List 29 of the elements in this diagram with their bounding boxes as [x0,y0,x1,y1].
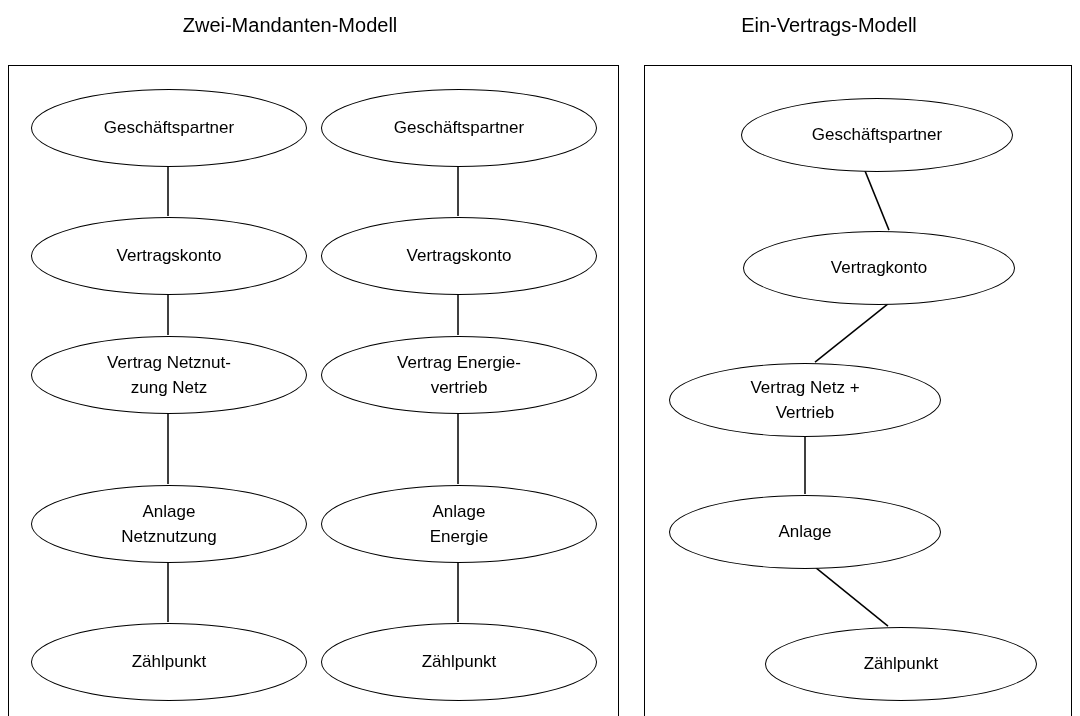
node-label: Zählpunkt [131,651,207,674]
connector-line [814,303,889,363]
panel-title: Ein-Vertrags-Modell [741,14,917,37]
node-label: Geschäftspartner [811,124,943,147]
node-label: Vertrag Energie-vertrieb [396,351,522,399]
node-label: Vertragskonto [406,245,512,268]
node-label: Vertragskonto [116,245,222,268]
node-label: Geschäftspartner [393,117,525,140]
node-label: Anlage Netznutzung [120,500,218,548]
connector-line [167,165,169,217]
connector-line [457,561,459,623]
connector-line [167,561,169,623]
node-label: Geschäftspartner [103,117,235,140]
node-label: Anlage [778,521,832,544]
connector-line [804,435,806,495]
connector-line [457,293,459,336]
node-label: Vertrag Netz + Vertrieb [749,376,861,424]
connector-line [815,567,889,627]
connector-line [864,170,890,231]
node-label: Anlage Energie [428,500,490,548]
node-label: Zählpunkt [863,653,939,676]
connector-line [167,293,169,336]
connector-line [457,165,459,217]
node-label: Vertragkonto [830,257,928,280]
node-label: Vertrag Netznut-zung Netz [106,351,232,399]
connector-line [457,412,459,485]
node-label: Zählpunkt [421,651,497,674]
connector-line [167,412,169,485]
panel-title: Zwei-Mandanten-Modell [182,14,398,37]
